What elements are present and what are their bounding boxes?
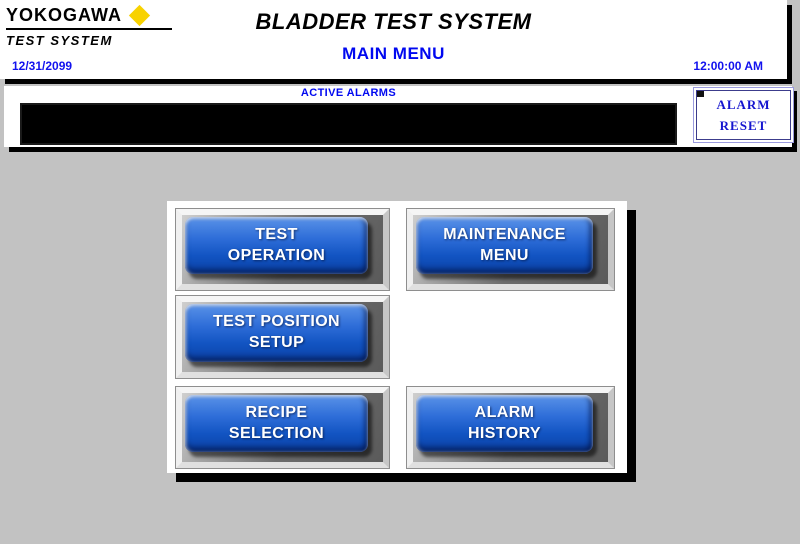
maintenance-menu-button-cap: MAINTENANCE MENU (416, 217, 593, 274)
alarm-reset-button-label: ALARM RESET (716, 96, 771, 133)
brand-block: YOKOGAWA TEST SYSTEM (6, 4, 176, 48)
page-title: BLADDER TEST SYSTEM (255, 9, 532, 34)
alarm-panel: ACTIVE ALARMS ALARM RESET (4, 86, 794, 147)
test-position-setup-button-label: TEST POSITION SETUP (213, 313, 340, 351)
brand-subtitle: TEST SYSTEM (6, 33, 113, 48)
screen-title: MAIN MENU (342, 44, 445, 63)
brand-divider (6, 28, 172, 30)
main-menu-panel: TEST OPERATION MAINTENANCE MENU TEST POS… (167, 201, 627, 473)
test-position-setup-button-cap: TEST POSITION SETUP (185, 304, 368, 362)
header-panel: YOKOGAWA TEST SYSTEM BLADDER TEST SYSTEM… (0, 0, 787, 79)
alarm-history-button[interactable]: ALARM HISTORY (406, 386, 615, 469)
test-operation-button-label: TEST OPERATION (227, 225, 326, 264)
alarm-reset-button-face: ALARM RESET (696, 90, 791, 140)
test-operation-button[interactable]: TEST OPERATION (175, 208, 390, 291)
recipe-selection-button[interactable]: RECIPE SELECTION (175, 386, 390, 469)
test-operation-button-cap: TEST OPERATION (185, 217, 368, 274)
date-display: 12/31/2099 (12, 59, 73, 73)
recipe-selection-button-cap: RECIPE SELECTION (185, 395, 368, 452)
alarm-history-button-cap: ALARM HISTORY (416, 395, 593, 452)
active-alarms-label: ACTIVE ALARMS (300, 87, 397, 99)
alarm-history-button-label: ALARM HISTORY (467, 403, 542, 442)
recipe-selection-button-label: RECIPE SELECTION (228, 403, 325, 442)
test-position-setup-button[interactable]: TEST POSITION SETUP (175, 295, 390, 379)
indicator-square-icon (697, 90, 704, 97)
maintenance-menu-button-label: MAINTENANCE MENU (443, 225, 566, 264)
maintenance-menu-button[interactable]: MAINTENANCE MENU (406, 208, 615, 291)
alarm-reset-button[interactable]: ALARM RESET (693, 87, 794, 143)
alarm-display (20, 103, 677, 145)
brand-logo-text: YOKOGAWA (6, 5, 123, 25)
time-display: 12:00:00 AM (693, 59, 763, 73)
